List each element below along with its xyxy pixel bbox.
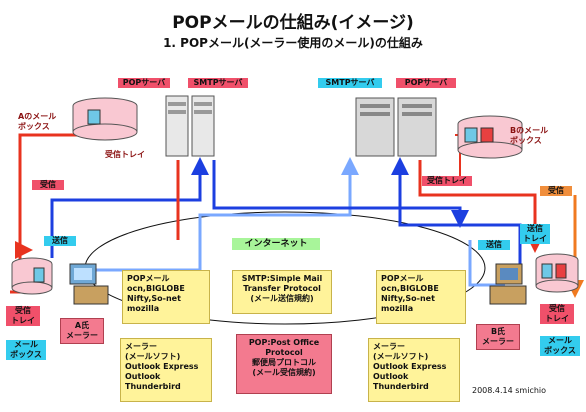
left-user-inbox-label: 受信 トレイ xyxy=(6,306,40,326)
right-receive-label: 受信 xyxy=(540,186,572,196)
left-mailbox-label: Aのメール ボックス xyxy=(18,112,57,131)
right-user-label: B氏 メーラー xyxy=(476,324,520,350)
right-user-sendtray-label: 送信 トレイ xyxy=(520,224,550,244)
internet-label: インターネット xyxy=(232,238,320,250)
left-pc-icon xyxy=(69,263,109,305)
left-receive-arrow xyxy=(15,133,100,259)
left-send-arrow xyxy=(50,157,209,258)
right-inbox-tray-label: 受信トレイ xyxy=(422,176,472,186)
right-pc-icon xyxy=(489,263,527,305)
page-title: POPメールの仕組み(イメージ) xyxy=(172,13,414,33)
mailer-list-left: メーラー (メールソフト) Outlook Express Outlook Th… xyxy=(120,338,212,402)
left-smtp-server-label: SMTPサーバ xyxy=(188,78,248,88)
right-pop-server-label: POPサーバ xyxy=(396,78,456,88)
right-mailbox-label: Bのメール ボックス xyxy=(510,126,549,145)
right-smtp-server-label: SMTPサーバ xyxy=(318,78,382,88)
left-user-mailbox-label: メール ボックス xyxy=(6,340,46,360)
left-mailbox-cylinder xyxy=(72,97,138,141)
left-pop-server-label: POPサーバ xyxy=(118,78,170,88)
right-user-mailbox-icon xyxy=(535,253,579,293)
right-send-label: 送信 xyxy=(478,240,510,250)
page-subtitle: 1. POPメール(メーラー使用のメール)の仕組み xyxy=(163,36,423,50)
left-user-mailbox-icon xyxy=(11,257,53,295)
left-inbox-tray-label: 受信トレイ xyxy=(105,150,145,159)
left-send-label: 送信 xyxy=(44,236,76,246)
smtp-definition: SMTP:Simple Mail Transfer Protocol (メール送… xyxy=(232,270,332,314)
right-user-mailbox-label: メール ボックス xyxy=(540,336,580,356)
right-user-inbox-label: 受信 トレイ xyxy=(540,304,574,324)
left-user-label: A氏 メーラー xyxy=(60,318,104,344)
right-mailbox-cylinder xyxy=(457,115,523,159)
pop-mail-list-left: POPメール ocn,BIGLOBE Nifty,So-net mozilla xyxy=(122,270,210,324)
right-server-icon xyxy=(355,97,437,157)
mailer-list-right: メーラー (メールソフト) Outlook Express Outlook Th… xyxy=(368,338,460,402)
credit-text: 2008.4.14 smichio xyxy=(472,386,547,395)
right-receive-arrow xyxy=(418,160,544,253)
pop-mail-list-right: POPメール ocn,BIGLOBE Nifty,So-net mozilla xyxy=(376,270,466,324)
pop-definition: POP:Post Office Protocol 郵便局プロトコル (メール受信… xyxy=(236,334,332,394)
left-receive-label: 受信 xyxy=(32,180,64,190)
left-server-icon xyxy=(165,95,215,157)
